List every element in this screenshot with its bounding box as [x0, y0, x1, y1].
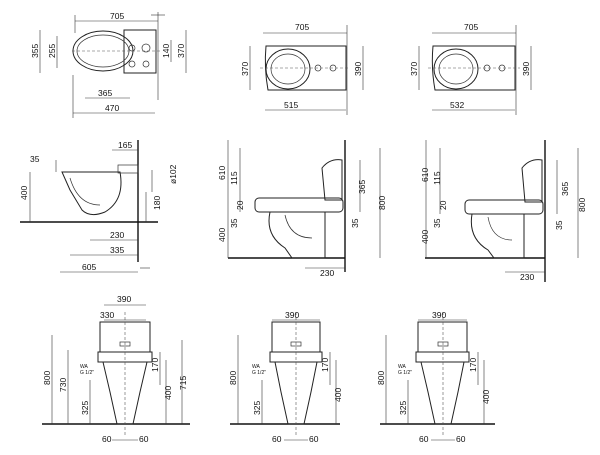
dim-325-f1: 325: [80, 401, 90, 415]
dim-370: 370: [176, 44, 186, 58]
dim-60a-f1: 60: [102, 434, 112, 444]
dim-35b-s2: 35: [350, 218, 360, 228]
dim-60b-f3: 60: [456, 434, 466, 444]
wa-thread-f1: G 1/2": [80, 370, 94, 376]
dim-400-f3: 400: [481, 390, 491, 404]
plan-view-2: 705 370 390 515: [240, 22, 364, 115]
dim-400-f2: 400: [333, 388, 343, 402]
dim-800-f1: 800: [42, 371, 52, 385]
dim-365: 365: [98, 88, 112, 98]
dim-115-s2: 115: [229, 171, 239, 185]
dim-230-s1: 230: [110, 230, 124, 240]
dim-140: 140: [161, 44, 171, 58]
dim-400-s1: 400: [19, 186, 29, 200]
dim-800-f2: 800: [228, 371, 238, 385]
dim-470: 470: [105, 103, 119, 113]
dim-325-f3: 325: [398, 401, 408, 415]
dim-60a-f3: 60: [419, 434, 429, 444]
side-view-3: 610 115 20 35 400 365 800 35 230: [420, 140, 587, 282]
dim-800-s2: 800: [377, 196, 387, 210]
wa-thread-f2: G 1/2": [252, 370, 266, 376]
dim-800-f3: 800: [376, 371, 386, 385]
dim-705-b: 705: [295, 22, 309, 32]
dim-390-f1: 390: [117, 294, 131, 304]
dim-390-f3: 390: [432, 310, 446, 320]
dim-355: 355: [30, 44, 40, 58]
dim-230-s3: 230: [520, 272, 534, 282]
dim-35a-s2: 35: [229, 218, 239, 228]
dim-170-f3: 170: [468, 358, 478, 372]
front-view-1: 390 330 800 730 WA G 1/2" 325 170 400 71…: [42, 294, 190, 444]
dim-35a-s3: 35: [432, 218, 442, 228]
dim-705-c: 705: [464, 22, 478, 32]
side-view-1: 35 400 165 ø102 180 230 335 605: [19, 140, 178, 273]
front-view-2: 390 800 WA G 1/2" 325 170 400 60 60: [228, 310, 343, 444]
wa-label-f3: WA: [398, 364, 407, 370]
dim-20-s3: 20: [438, 200, 448, 210]
dim-60a-f2: 60: [272, 434, 282, 444]
wa-label-f1: WA: [80, 364, 89, 370]
dim-515: 515: [284, 100, 298, 110]
dim-370-b: 370: [240, 62, 250, 76]
dim-400-s3: 400: [420, 230, 430, 244]
wa-thread-f3: G 1/2": [398, 370, 412, 376]
dim-390-c: 390: [521, 62, 531, 76]
dim-230-s2: 230: [320, 268, 334, 278]
dim-35-s1: 35: [30, 154, 40, 164]
dim-610-s2: 610: [217, 166, 227, 180]
dim-170-f1: 170: [150, 358, 160, 372]
dim-705: 705: [110, 11, 124, 21]
dim-400-s2: 400: [217, 228, 227, 242]
dim-60b-f1: 60: [139, 434, 149, 444]
dim-610-s3: 610: [420, 168, 430, 182]
dim-532: 532: [450, 100, 464, 110]
dim-255: 255: [47, 44, 57, 58]
plan-view-1: 705 355 255 140 370 365 470: [30, 11, 187, 118]
dim-390-f2: 390: [285, 310, 299, 320]
dim-365-s3: 365: [560, 182, 570, 196]
dim-170-f2: 170: [320, 358, 330, 372]
dim-330: 330: [100, 310, 114, 320]
dim-730: 730: [58, 378, 68, 392]
dim-20-s2: 20: [235, 200, 245, 210]
dim-390-b: 390: [353, 62, 363, 76]
dim-325-f2: 325: [252, 401, 262, 415]
dim-102: ø102: [168, 164, 178, 184]
dim-165: 165: [118, 140, 132, 150]
dim-60b-f2: 60: [309, 434, 319, 444]
dim-35b-s3: 35: [554, 220, 564, 230]
dim-605: 605: [82, 262, 96, 272]
dim-370-c: 370: [409, 62, 419, 76]
plan-view-3: 705 370 390 532: [409, 22, 532, 115]
dim-365-s2: 365: [357, 180, 367, 194]
dim-335: 335: [110, 245, 124, 255]
dim-180: 180: [152, 196, 162, 210]
dim-115-s3: 115: [432, 171, 442, 185]
dim-715: 715: [178, 376, 188, 390]
dim-800-s3: 800: [577, 198, 587, 212]
front-view-3: 390 800 WA G 1/2" 325 170 400 60 60: [376, 310, 495, 444]
dim-400-f1: 400: [163, 386, 173, 400]
side-view-2: 610 115 20 35 400 365 800 35 230: [217, 140, 387, 278]
wa-label-f2: WA: [252, 364, 261, 370]
